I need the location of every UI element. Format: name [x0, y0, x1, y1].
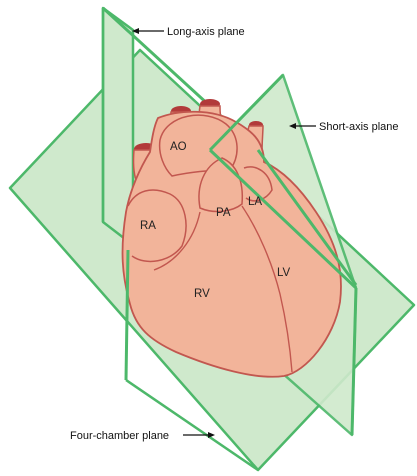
chamber-label-ao: AO [170, 141, 187, 153]
chamber-label-pa: PA [216, 207, 231, 219]
long-axis-plane-label: Long-axis plane [167, 26, 245, 38]
four-chamber-plane-label: Four-chamber plane [70, 430, 169, 442]
chamber-label-ra: RA [140, 220, 156, 232]
four-chamber-callout: Four-chamber plane [70, 430, 215, 442]
chamber-label-la: LA [248, 196, 262, 208]
chamber-label-lv: LV [277, 267, 291, 279]
heart [123, 99, 341, 377]
short-axis-callout: Short-axis plane [289, 121, 399, 133]
long-axis-callout: Long-axis plane [132, 26, 245, 38]
short-axis-plane-label: Short-axis plane [319, 121, 399, 133]
chamber-label-rv: RV [194, 288, 210, 300]
